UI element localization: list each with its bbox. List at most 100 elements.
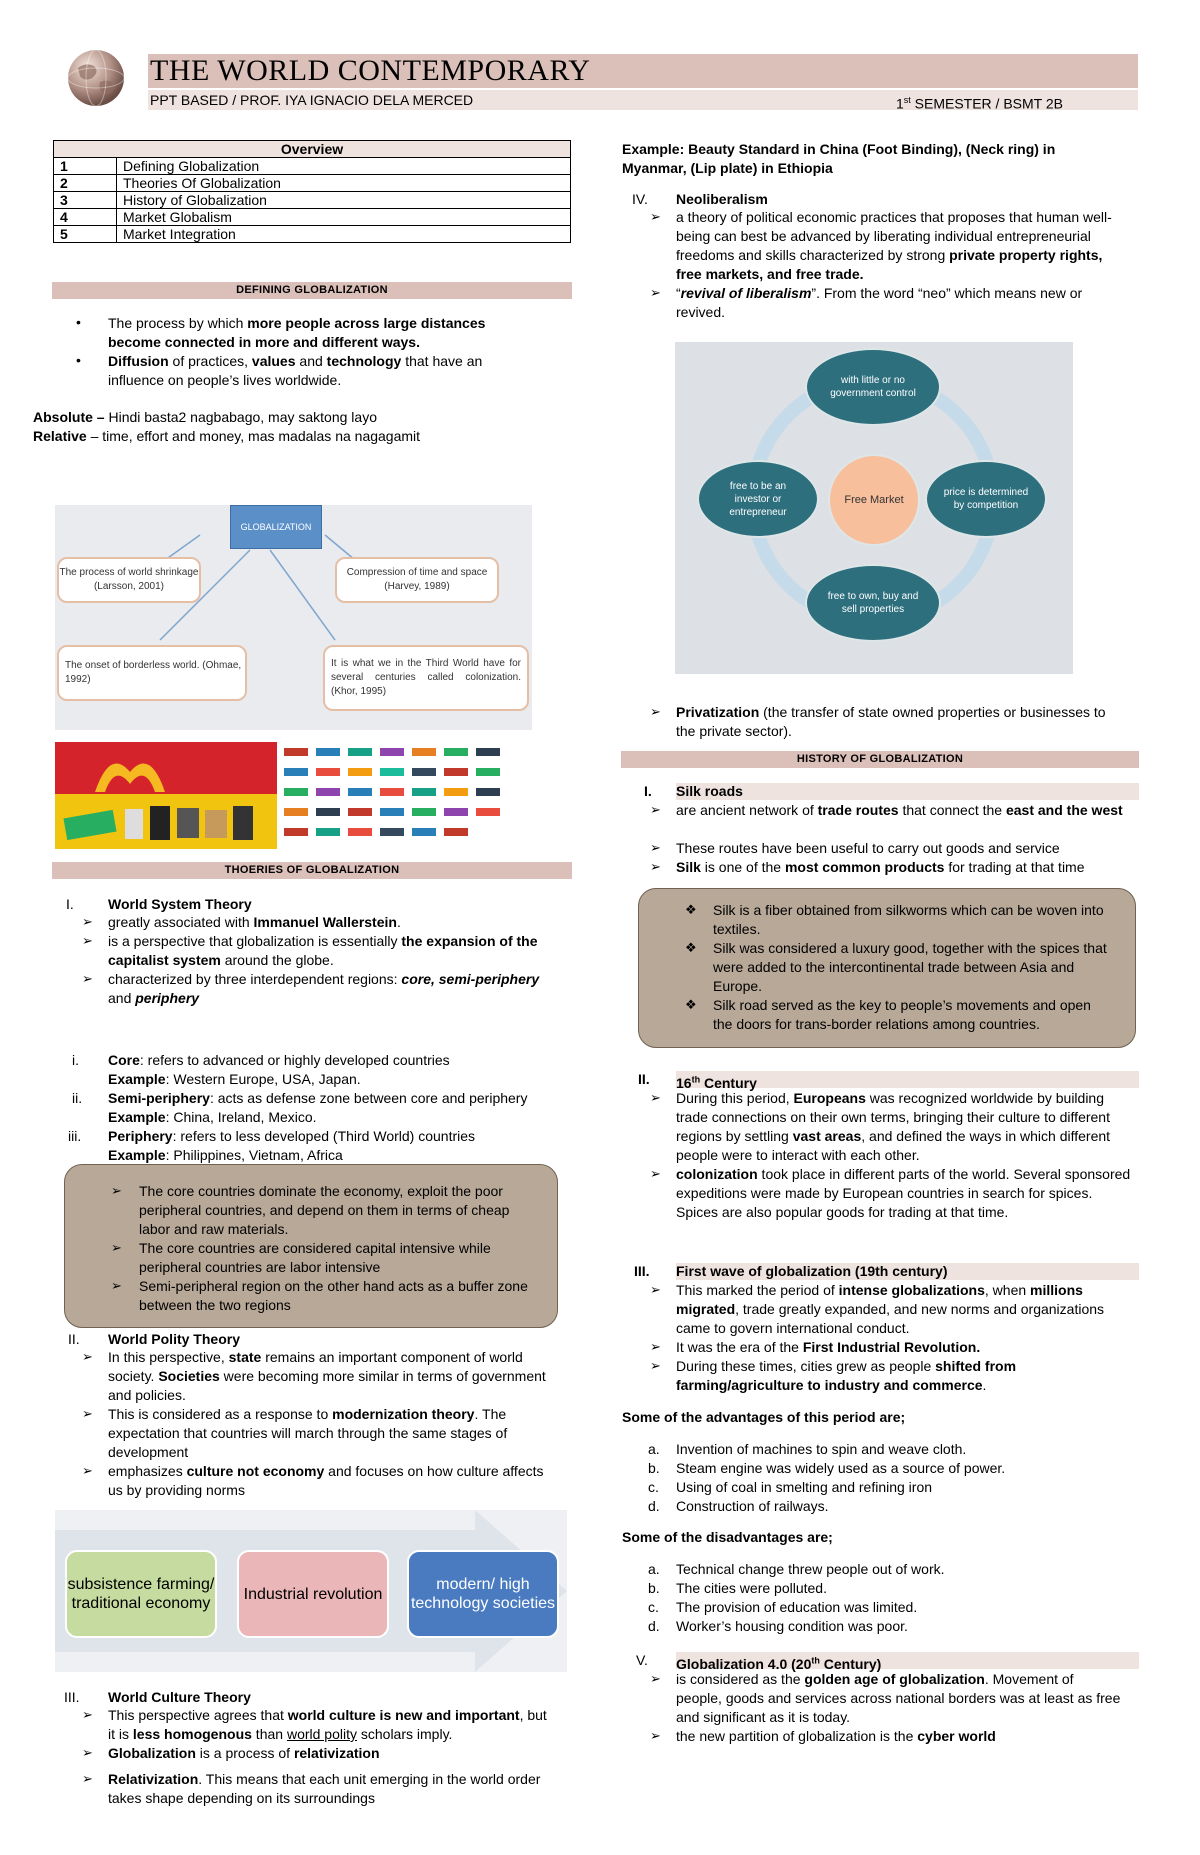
history-heading: 16th Century [676,1074,757,1091]
cycle-node: free to be an investor or entrepreneur [697,460,819,538]
arrow-bullet-icon: ➢ [82,1771,93,1786]
section-bar-theories: THOERIES OF GLOBALIZATION [52,862,572,879]
defining-bullet-1: The process by which more people across … [108,315,486,350]
arrow-bullet-icon: ➢ [111,1278,122,1293]
history-heading-bar: 16th Century [676,1071,1139,1091]
note-point: Silk is a fiber obtained from silkworms … [713,902,1104,937]
history-heading-bar: Silk roads [676,783,1139,800]
theory-title: World System Theory [108,896,252,912]
arrow-bullet-icon: ➢ [650,285,661,300]
diamond-bullet-icon: ❖ [685,940,697,955]
note-point: Silk road served as the key to people’s … [713,997,1091,1032]
beauty-standard-example: Example: Beauty Standard in China (Foot … [622,141,1056,176]
arrow-bullet-icon: ➢ [650,1671,661,1686]
world-system-note-box: ➢ The core countries dominate the econom… [64,1164,558,1328]
subtitle-bar: PPT BASED / PROF. IYA IGNACIO DELA MERCE… [148,90,1138,112]
diagram-node: It is what we in the Third World have fo… [323,645,529,711]
diamond-bullet-icon: ❖ [685,902,697,917]
first-wave-point: During these times, cities grew as peopl… [676,1358,1017,1393]
diagram-node: The process of world shrinkage (Larsson,… [57,557,201,603]
list-item: The provision of education was limited. [676,1599,918,1615]
theory-point: greatly associated with Immanuel Wallers… [108,914,401,930]
list-item: Worker’s housing condition was poor. [676,1618,908,1634]
stage-box: modern/ high technology societies [407,1550,559,1638]
arrow-bullet-icon: ➢ [650,1090,661,1105]
neoliberalism-point: “revival of liberalism”. From the word “… [676,285,1083,320]
arrow-bullet-icon: ➢ [111,1240,122,1255]
arrow-bullet-icon: ➢ [650,1166,661,1181]
arrow-bullet-icon: ➢ [82,1463,93,1478]
list-marker: d. [648,1618,660,1634]
diamond-bullet-icon: ❖ [685,997,697,1012]
diagram-arrows [159,534,356,641]
relative-definition: Relative – time, effort and money, mas m… [33,428,421,444]
arrow-bullet-icon: ➢ [82,933,93,948]
arrow-bullet-icon: ➢ [650,802,661,817]
first-wave-point: This marked the period of intense global… [676,1282,1105,1336]
theory-point: Globalization is a process of relativiza… [108,1745,380,1761]
list-item: Construction of railways. [676,1498,829,1514]
section-bar-defining: DEFINING GLOBALIZATION [52,282,572,299]
stage-box: Industrial revolution [237,1550,389,1638]
theory-title: World Polity Theory [108,1331,240,1347]
arrow-bullet-icon: ➢ [650,1358,661,1373]
history-heading: Silk roads [676,783,743,799]
arrow-bullet-icon: ➢ [82,1406,93,1421]
author-label: PPT BASED / PROF. IYA IGNACIO DELA MERCE… [150,92,474,108]
absolute-definition: Absolute – Hindi basta2 nagbabago, may s… [33,409,377,425]
section-title: Neoliberalism [676,191,768,207]
silk-road-point: are ancient network of trade routes that… [676,802,1123,818]
list-marker: a. [648,1561,660,1577]
roman-numeral: II. [68,1331,80,1347]
silk-note-box: ❖ Silk is a fiber obtained from silkworm… [638,888,1136,1048]
roman-numeral: I. [644,783,652,799]
list-marker: d. [648,1498,660,1514]
silk-road-point: These routes have been useful to carry o… [676,840,1060,856]
brand-logos-grid [284,748,500,836]
theory-point: This is considered as a response to mode… [108,1406,508,1460]
phones-icon [63,806,253,841]
disadvantages-title: Some of the disadvantages are; [622,1529,833,1545]
diagram-node: Compression of time and space (Harvey, 1… [335,557,499,603]
cycle-node: with little or no government control [805,348,941,426]
roman-numeral: II. [638,1071,650,1087]
page-title: THE WORLD CONTEMPORARY [150,54,591,87]
roman-numeral: III. [634,1263,650,1279]
brands-collage-image [55,742,532,849]
list-marker: a. [648,1441,660,1457]
cycle-node: free to own, buy and sell properties [805,564,941,642]
region-core: Core: refers to advanced or highly devel… [108,1052,450,1087]
arrow-bullet-icon: ➢ [650,859,661,874]
note-point: The core countries dominate the economy,… [139,1183,510,1237]
arches-logo-icon [95,763,165,792]
diagram-node: The onset of borderless world. (Ohmae, 1… [57,645,247,701]
region-periphery: Periphery: refers to less developed (Thi… [108,1128,476,1163]
stage-box: subsistence farming/ traditional economy [65,1550,217,1638]
arrow-bullet-icon: ➢ [111,1183,122,1198]
neoliberalism-point: a theory of political economic practices… [676,209,1112,282]
first-wave-point: It was the era of the First Industrial R… [676,1339,981,1355]
list-marker: c. [648,1599,659,1615]
bullet-icon: • [76,314,81,330]
privatization-point: Privatization (the transfer of state own… [676,704,1106,739]
arrow-bullet-icon: ➢ [82,1349,93,1364]
history-heading: First wave of globalization (19th centur… [676,1263,948,1279]
arrow-bullet-icon: ➢ [82,1745,93,1760]
globalization-4-point: the new partition of globalization is th… [676,1728,996,1744]
century-point: During this period, Europeans was recogn… [676,1090,1111,1163]
free-market-diagram: Free Market with little or no government… [675,342,1073,674]
arrow-bullet-icon: ➢ [82,971,93,986]
note-point: Semi-peripheral region on the other hand… [139,1278,528,1313]
roman-numeral: III. [64,1689,80,1705]
roman-numeral: ii. [72,1090,83,1106]
roman-numeral: iii. [68,1128,82,1144]
century-point: colonization took place in different par… [676,1166,1131,1220]
roman-numeral: I. [66,896,74,912]
phones-panel [55,794,277,849]
advantages-title: Some of the advantages of this period ar… [622,1409,906,1425]
arrow-bullet-icon: ➢ [650,1339,661,1354]
